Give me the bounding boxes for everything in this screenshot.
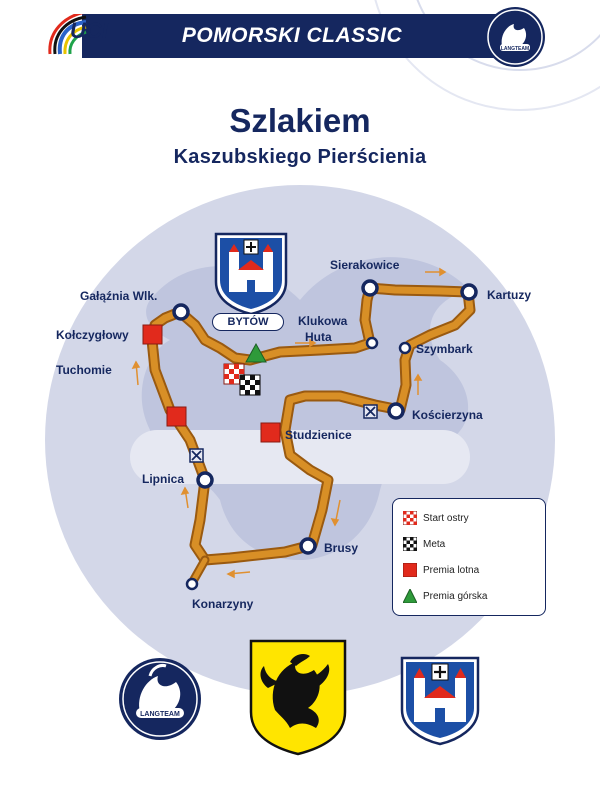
legend-premia-lotna-text: Premia lotna — [423, 564, 480, 576]
legend-premia-lotna: Premia lotna — [403, 561, 479, 579]
label-lipnica: Lipnica — [142, 472, 185, 486]
town-nodes — [172, 279, 478, 591]
uci-logo-text: UCI — [70, 18, 108, 43]
label-kolczyglowy: Kołczygłowy — [56, 328, 129, 342]
label-huta: Huta — [305, 330, 332, 344]
mountain-triangle-icon — [403, 589, 417, 603]
finish-flag-icon — [403, 537, 417, 551]
label-galaznia: Gałąźnia Wlk. — [80, 289, 158, 303]
legend-meta: Meta — [403, 535, 445, 553]
header-bar: POMORSKI CLASSIC — [82, 14, 502, 58]
label-szymbark: Szymbark — [416, 342, 473, 356]
crossing-markers — [189, 404, 378, 463]
mountain-klukowa — [245, 342, 267, 363]
legend-premia-gorska: Premia górska — [403, 587, 487, 605]
label-sierakowice: Sierakowice — [330, 258, 400, 272]
label-konarzyny: Konarzyny — [192, 597, 254, 611]
node-brusy — [299, 537, 317, 555]
node-klukowa-huta — [365, 336, 379, 350]
label-tuchomie: Tuchomie — [56, 363, 112, 377]
sprint-square-icon — [403, 563, 417, 577]
node-lipnica — [196, 471, 214, 489]
label-brusy: Brusy — [324, 541, 359, 555]
map-legend: Start ostry Meta Premia lotna Premia gór… — [392, 498, 546, 616]
label-kartuzy: Kartuzy — [487, 288, 532, 302]
bytow-coat-of-arms-bottom — [400, 656, 480, 746]
node-szymbark — [398, 341, 412, 355]
start-flag-icon — [403, 511, 417, 525]
label-koscierzyna: Kościerzyna — [412, 408, 483, 422]
legend-start: Start ostry — [403, 509, 469, 527]
label-studzienice: Studzienice — [285, 428, 352, 442]
header-title: POMORSKI CLASSIC — [181, 24, 403, 47]
bytow-coat-of-arms-map — [214, 232, 288, 316]
sprint-tuchomie — [166, 406, 187, 427]
sprint-markers — [142, 324, 281, 443]
route-line — [148, 284, 474, 564]
sprint-kolczyglowy — [142, 324, 163, 345]
bytow-label: BYTÓW — [212, 313, 284, 331]
direction-arrows — [131, 267, 447, 579]
page-subtitle: Kaszubskiego Pierścienia — [173, 146, 427, 168]
node-galaznia — [172, 303, 190, 321]
uci-logo: UCI — [30, 10, 120, 60]
finish-marker — [239, 374, 261, 396]
node-sierakowice — [361, 279, 379, 297]
sprint-studzienice — [260, 422, 281, 443]
langteam-logo-bottom: LANGTEAM — [119, 658, 201, 740]
label-klukowa: Klukowa — [298, 314, 348, 328]
node-kartuzy — [460, 283, 478, 301]
langteam-top-text: LANGTEAM — [501, 46, 529, 52]
langteam-bottom-text: LANGTEAM — [140, 711, 180, 718]
watermark-griffin — [141, 257, 470, 560]
node-koscierzyna — [387, 402, 405, 420]
pomorskie-emblem — [249, 639, 347, 756]
legend-premia-gorska-text: Premia górska — [423, 590, 488, 602]
legend-meta-text: Meta — [423, 538, 446, 550]
node-konarzyny — [185, 577, 199, 591]
langteam-logo-top: LANGTEAM — [484, 6, 546, 68]
page-title: Szlakiem — [229, 102, 371, 139]
legend-start-text: Start ostry — [423, 512, 469, 524]
